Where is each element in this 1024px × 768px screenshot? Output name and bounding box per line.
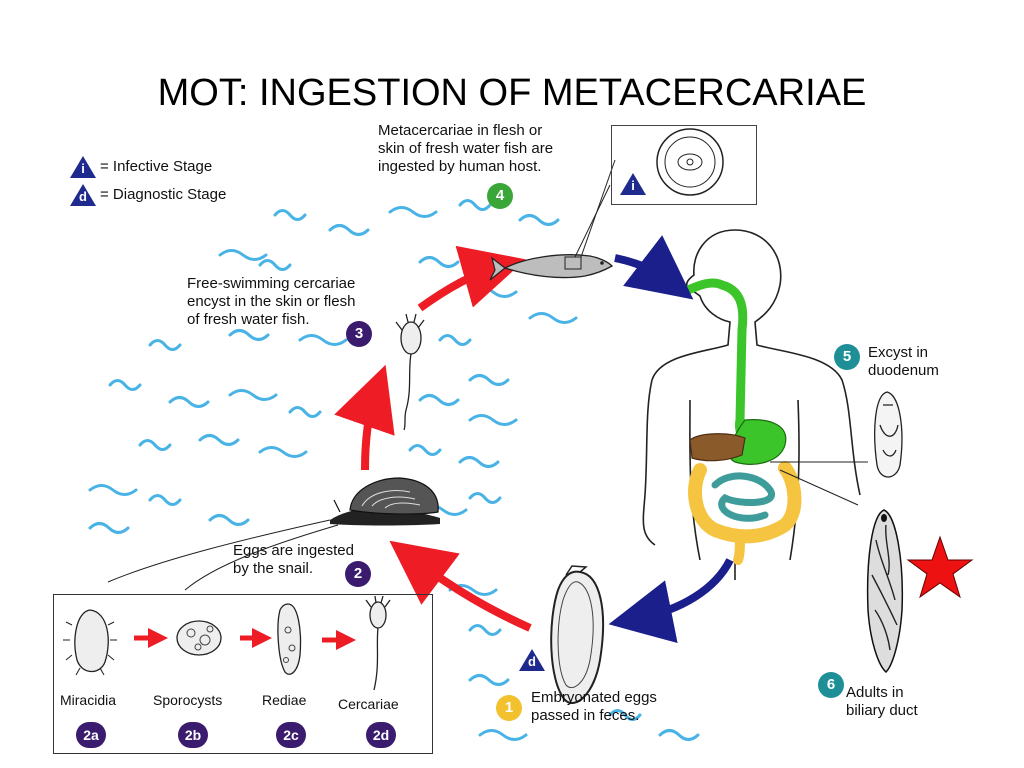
step-3-text: Free-swimming cercariae encyst in the sk…: [187, 275, 356, 328]
water-wave: [228, 389, 278, 401]
digestive-tract: [683, 278, 868, 565]
metacercaria-cyst-icon: [656, 128, 724, 196]
redia-icon: [277, 603, 302, 675]
cercaria-icon: [395, 313, 425, 431]
step-5-badge: 5: [834, 344, 860, 370]
step-1-badge: 1: [496, 695, 522, 721]
blue-arrow-fish-to-human: [614, 235, 694, 300]
water-wave: [108, 379, 142, 391]
metacercaria-inset-box: [611, 125, 757, 205]
liver: [689, 433, 746, 462]
snail-icon: [330, 477, 440, 526]
water-wave: [438, 334, 472, 346]
blue-arrow-human-to-egg: [608, 558, 734, 644]
water-wave: [408, 444, 442, 456]
step-1-text: Embryonated eggs passed in feces.: [531, 689, 657, 724]
adult-fluke-icon: [866, 509, 904, 674]
inset-stage-drawings: [63, 595, 391, 691]
water-wave: [528, 312, 578, 324]
water-wave: [198, 434, 240, 446]
inset-badge-2b: 2b: [178, 722, 208, 748]
step-2-text: Eggs are ingested by the snail.: [233, 542, 354, 577]
legend-diagnostic-label: = Diagnostic Stage: [100, 186, 227, 203]
inset-badge-2a: 2a: [76, 722, 106, 748]
water-wave: [418, 394, 460, 406]
cycle-arrows: [334, 235, 734, 644]
water-wave: [218, 249, 268, 261]
water-wave: [258, 259, 292, 271]
water-wave: [148, 339, 182, 351]
water-wave: [478, 729, 528, 741]
water-wave: [298, 334, 348, 346]
embryonated-egg-icon: [550, 565, 605, 705]
inset-label-rediae: Rediae: [262, 692, 307, 708]
water-wave: [88, 484, 138, 496]
human-body-outline: [642, 229, 861, 580]
fish-icon: [489, 159, 616, 281]
infective-marker-icon: [620, 173, 646, 195]
water-wave: [288, 406, 322, 418]
snail-stages-inset: [53, 594, 433, 754]
water-wave: [468, 286, 518, 298]
step-3-badge: 3: [346, 321, 372, 347]
water-wave: [328, 224, 370, 236]
excysted-larva-icon: [874, 391, 903, 478]
step-4-text: Metacercariae in flesh or skin of fresh …: [378, 122, 554, 175]
fish-box-marker-symbol: i: [631, 178, 635, 193]
water-wave: [138, 439, 172, 451]
water-wave: [273, 209, 307, 221]
egg-marker-symbol: d: [528, 654, 536, 669]
water-wave: [418, 256, 460, 268]
water-wave: [468, 624, 502, 636]
diagnostic-marker-icon: [519, 649, 545, 671]
step-6-badge: 6: [818, 672, 844, 698]
step-2-badge: 2: [345, 561, 371, 587]
water-wave: [388, 206, 438, 218]
page-title: MOT: INGESTION OF METACERCARIAE: [157, 72, 867, 114]
water-wave: [468, 674, 510, 686]
small-intestine: [711, 472, 776, 522]
inset-label-miracidia: Miracidia: [60, 692, 117, 708]
water-wave: [88, 522, 130, 534]
water-wave: [468, 492, 502, 504]
legend-infective-label: = Infective Stage: [100, 158, 213, 175]
water-wave: [148, 494, 182, 506]
water-wave: [468, 374, 510, 386]
water-wave: [228, 329, 270, 341]
sporocyst-icon: [176, 620, 222, 656]
red-arrow-2-to-3: [334, 364, 395, 471]
water-wave: [168, 396, 210, 408]
infective-stage-symbol: i: [81, 161, 85, 176]
water-wave: [658, 729, 700, 741]
water-wave: [518, 214, 560, 226]
colon: [688, 461, 802, 544]
inset-badge-2c: 2c: [276, 722, 306, 748]
water-waves: [88, 199, 700, 741]
red-arrow-1-to-2: [389, 540, 532, 632]
water-wave: [208, 514, 250, 526]
inset-label-cercariae: Cercariae: [338, 696, 399, 712]
water-wave: [458, 456, 500, 468]
infective-stage-marker-icon: [70, 156, 96, 178]
esophagus: [683, 278, 755, 450]
water-wave: [608, 709, 642, 721]
inset-cercaria-icon: [365, 595, 391, 691]
diagnostic-stage-symbol: d: [79, 189, 87, 204]
red-arrow-3-to-4: [417, 245, 526, 312]
inset-label-sporocysts: Sporocysts: [153, 692, 223, 708]
miracidium-icon: [63, 609, 117, 676]
diagnostic-stage-marker-icon: [70, 184, 96, 206]
inset-badge-2d: 2d: [366, 722, 396, 748]
red-star-icon: [906, 535, 974, 599]
water-wave: [468, 414, 518, 426]
step-5-text: Excyst in duodenum: [868, 344, 939, 379]
water-wave: [458, 199, 492, 211]
step-6-text: Adults in biliary duct: [846, 684, 918, 719]
step-4-badge: 4: [487, 183, 513, 209]
water-wave: [258, 446, 308, 458]
